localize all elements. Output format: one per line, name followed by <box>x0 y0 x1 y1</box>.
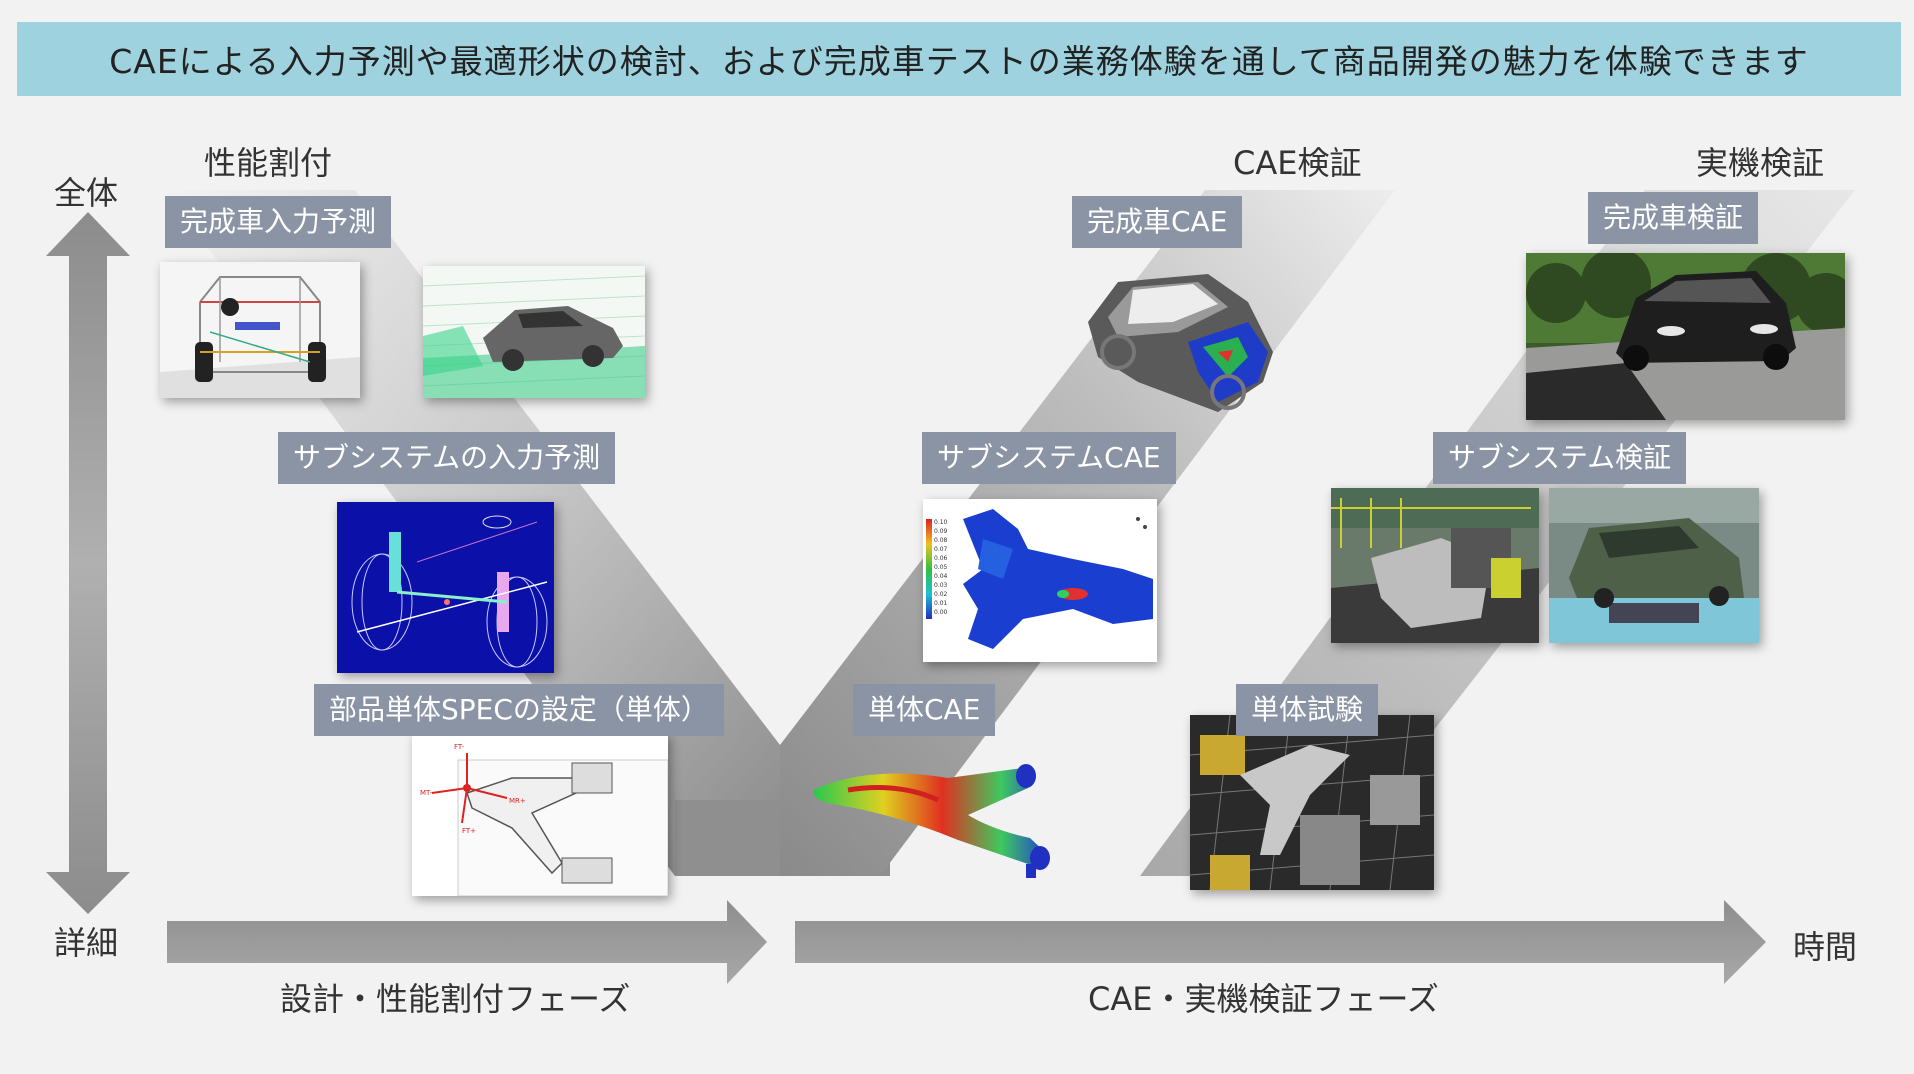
part-spec-drawing-image: FT- MT- MR+ FT+ <box>412 733 668 896</box>
axis-label-time: 時間 <box>1793 928 1858 966</box>
legend-value: 0.06 <box>934 555 948 562</box>
aero-simulation-image <box>423 266 645 398</box>
legend-value: 0.07 <box>934 546 948 553</box>
tag-single-cae: 単体CAE <box>853 684 996 736</box>
subsystem-cae-contour-image: 0.10 0.09 0.08 0.07 0.06 0.05 0.04 0.03 … <box>923 499 1157 662</box>
subsystem-verify-photo-right <box>1549 488 1759 643</box>
phase-label-verification: CAE・実機検証フェーズ <box>1088 980 1439 1018</box>
tag-subsystem-verification: サブシステム検証 <box>1433 432 1687 484</box>
heading-performance-allocation: 性能割付 <box>204 144 333 182</box>
tag-vehicle-verification: 完成車検証 <box>1588 192 1759 244</box>
annotation-mr-plus: MR+ <box>509 797 526 805</box>
vehicle-verify-photo <box>1526 253 1845 420</box>
tag-vehicle-input-prediction: 完成車入力予測 <box>165 196 392 248</box>
tag-subsystem-input-prediction: サブシステムの入力予測 <box>278 432 616 484</box>
design-phase-arrow <box>167 900 767 984</box>
subsystem-wireframe-image <box>337 502 554 673</box>
annotation-mt-minus: MT- <box>420 789 433 797</box>
heading-cae-verification: CAE検証 <box>1233 144 1362 182</box>
tag-vehicle-cae: 完成車CAE <box>1072 196 1243 248</box>
axis-label-detail: 詳細 <box>54 924 119 962</box>
legend-value: 0.08 <box>934 537 948 544</box>
legend-value: 0.09 <box>934 528 948 535</box>
vehicle-frame-image <box>160 262 360 398</box>
legend-value: 0.04 <box>934 573 948 580</box>
annotation-ft-minus: FT- <box>454 743 465 751</box>
legend-value: 0.10 <box>934 519 948 526</box>
legend-value: 0.00 <box>934 609 948 616</box>
legend-value: 0.05 <box>934 564 948 571</box>
legend-value: 0.03 <box>934 582 948 589</box>
axis-label-overall: 全体 <box>54 174 119 212</box>
tag-part-spec-setting: 部品単体SPECの設定（単体） <box>314 684 724 736</box>
annotation-ft-plus: FT+ <box>462 827 476 835</box>
legend-value: 0.02 <box>934 591 948 598</box>
subsystem-verify-photo-left <box>1331 488 1539 643</box>
single-cae-contour-image <box>813 764 1050 878</box>
tag-subsystem-cae: サブシステムCAE <box>922 432 1176 484</box>
legend-value: 0.01 <box>934 600 948 607</box>
header-banner: CAEによる入力予測や最適形状の検討、および完成車テストの業務体験を通して商品開… <box>17 22 1901 96</box>
heading-physical-verification: 実機検証 <box>1696 144 1825 182</box>
verify-phase-arrow <box>795 900 1766 984</box>
vertical-axis-arrow <box>46 212 130 914</box>
vehicle-cae-body-image <box>1088 274 1273 412</box>
tag-single-test: 単体試験 <box>1236 684 1379 736</box>
phase-label-design: 設計・性能割付フェーズ <box>280 980 631 1018</box>
single-test-photo <box>1190 715 1434 890</box>
